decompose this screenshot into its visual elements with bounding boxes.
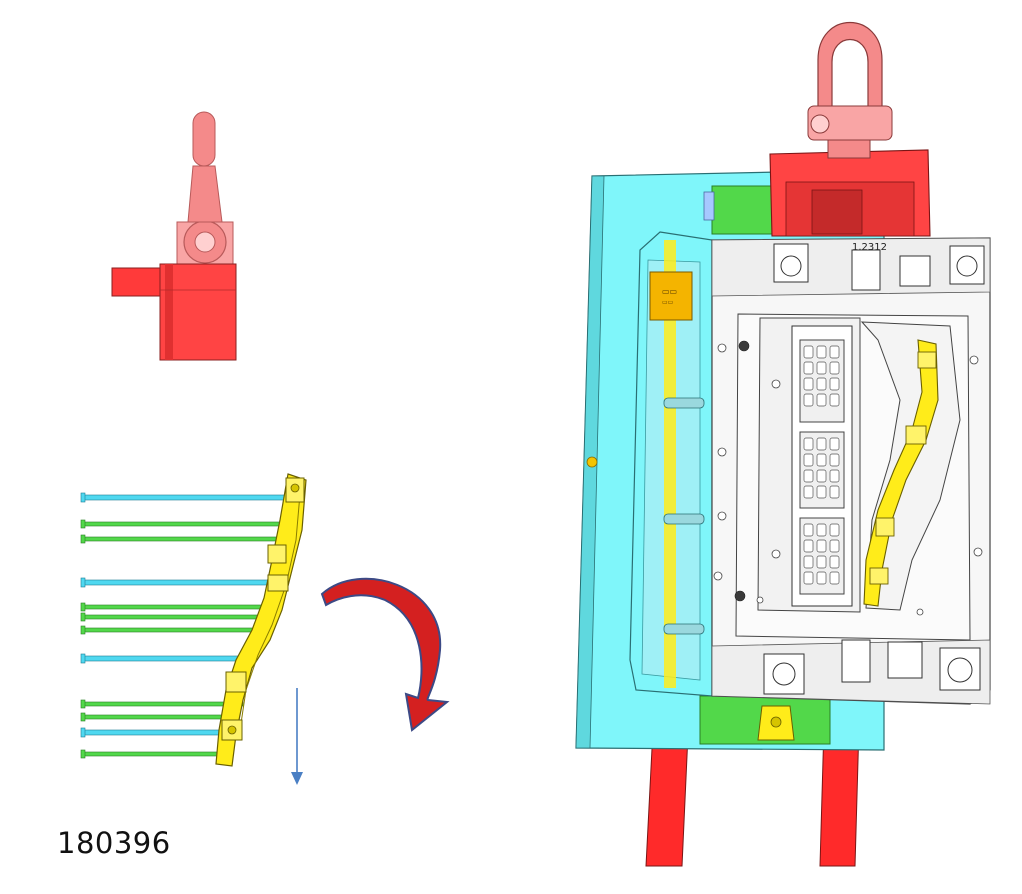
ejector-pin [80,699,244,709]
rotate-arrow-icon [320,577,450,732]
lifting-shackle-icon [807,22,893,159]
ejector-pin [80,492,294,503]
ejector-pin [80,712,239,722]
ejector-pin [80,625,264,635]
connector-cavity-block [791,325,853,607]
figure-id-label: 180396 [57,826,171,860]
ejector-pin [80,653,254,664]
mold-assembly: ▭▭ ▭▭ 1.2312 [575,22,991,867]
ejector-pin [80,727,234,738]
mold-material-code: 1.2312 [852,242,887,253]
ejector-pin [80,534,294,544]
ejector-pin [80,612,269,622]
ejector-pin [80,519,294,529]
down-arrow-icon [291,688,303,785]
ejector-pin [80,602,269,612]
ejector-pin [80,577,274,588]
gold-label-plate [649,271,693,321]
svg-text:▭▭: ▭▭ [662,287,677,296]
svg-text:▭▭: ▭▭ [662,299,673,306]
ejector-pins-and-part [80,473,307,767]
ejector-pin [80,749,229,759]
lifting-eye-bolt-detail [111,111,237,361]
